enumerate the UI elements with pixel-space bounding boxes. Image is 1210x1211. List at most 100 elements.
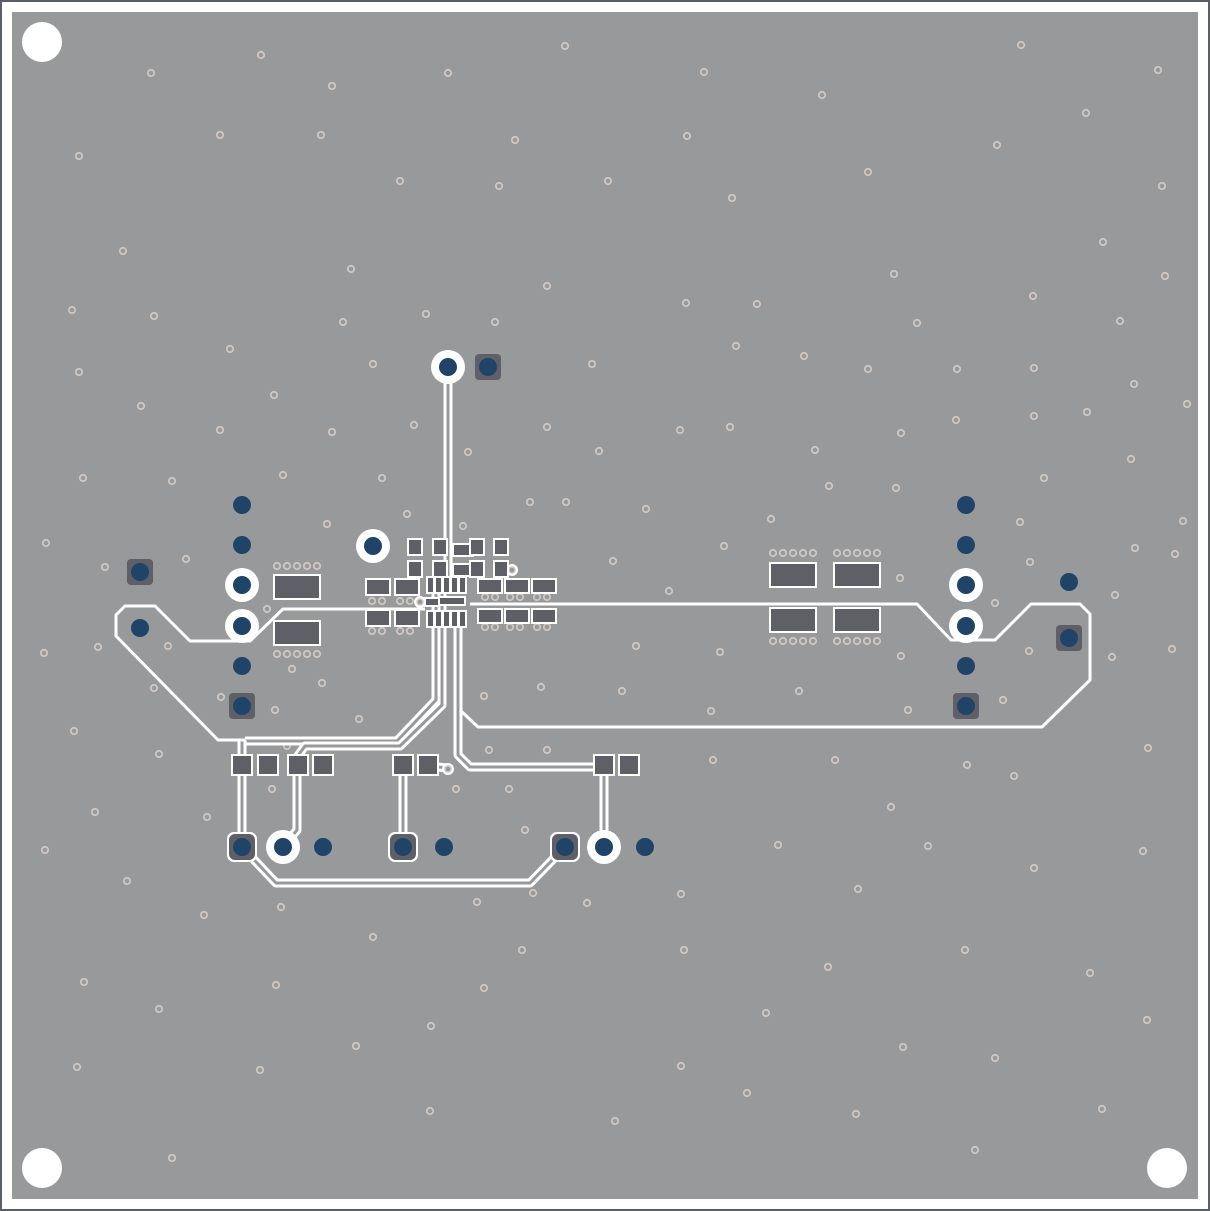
via: [727, 193, 737, 203]
via: [766, 514, 776, 524]
via: [1138, 846, 1148, 856]
via: [272, 649, 282, 659]
via: [1153, 65, 1163, 75]
smd-pad: [533, 580, 555, 592]
via: [338, 317, 348, 327]
through-hole-pad: [131, 563, 149, 581]
through-hole-pad: [957, 576, 975, 594]
via: [1028, 291, 1038, 301]
via: [641, 504, 651, 514]
via: [451, 784, 461, 794]
via: [1082, 407, 1092, 417]
via: [832, 636, 842, 646]
via: [561, 497, 571, 507]
via: [1015, 517, 1025, 527]
via: [327, 81, 337, 91]
via: [269, 390, 279, 400]
through-hole-pad: [364, 537, 382, 555]
via: [351, 1041, 361, 1051]
via: [842, 636, 852, 646]
smd-pad: [396, 611, 418, 625]
via: [395, 596, 405, 606]
via: [472, 897, 482, 907]
through-hole-pad: [233, 576, 251, 594]
via: [952, 364, 962, 374]
via: [1129, 379, 1139, 389]
via: [282, 561, 292, 571]
via: [1115, 316, 1125, 326]
via: [863, 167, 873, 177]
smd-pad: [314, 756, 332, 774]
smd-pad: [275, 576, 319, 598]
via: [542, 745, 552, 755]
via: [405, 596, 415, 606]
via: [1098, 237, 1108, 247]
via: [100, 562, 110, 572]
smd-pad: [452, 578, 457, 592]
via: [405, 626, 415, 636]
via: [617, 686, 627, 696]
via: [681, 298, 691, 308]
smd-pad: [620, 756, 638, 774]
via: [799, 351, 809, 361]
via: [992, 140, 1002, 150]
via: [504, 784, 514, 794]
smd-pad: [367, 611, 389, 625]
via: [122, 876, 132, 886]
smd-pad: [396, 580, 418, 594]
via: [699, 67, 709, 77]
via: [302, 649, 312, 659]
via: [1039, 473, 1049, 483]
via: [896, 651, 906, 661]
via: [610, 1116, 620, 1126]
through-hole-pad: [435, 838, 453, 856]
via: [1085, 968, 1095, 978]
via: [582, 898, 592, 908]
via-field: [39, 40, 1192, 1163]
via: [67, 305, 77, 315]
via: [768, 548, 778, 558]
via: [912, 318, 922, 328]
via: [970, 1145, 980, 1155]
via: [675, 425, 685, 435]
via: [1025, 557, 1035, 567]
via: [889, 269, 899, 279]
via: [1110, 590, 1120, 600]
via: [1157, 181, 1167, 191]
mounting-holes: [22, 22, 1187, 1188]
via: [367, 596, 377, 606]
through-hole-pad: [957, 496, 975, 514]
through-hole-pad: [233, 617, 251, 635]
mounting-hole: [22, 22, 62, 62]
smd-pad: [367, 580, 389, 594]
through-hole-pad: [439, 358, 457, 376]
via: [823, 962, 833, 972]
smd-pad: [434, 540, 446, 554]
through-hole-pads: [127, 350, 1082, 864]
smd-pad: [595, 756, 613, 774]
via: [256, 50, 266, 60]
via: [794, 686, 804, 696]
via: [282, 649, 292, 659]
smd-pad: [506, 580, 528, 592]
via: [458, 521, 468, 531]
smd-pad: [495, 540, 507, 554]
via: [255, 1065, 265, 1075]
trace: [240, 845, 567, 885]
via: [368, 359, 378, 369]
via: [426, 1021, 436, 1031]
via: [409, 420, 419, 430]
via: [778, 548, 788, 558]
smd-pad: [436, 578, 441, 592]
through-hole-pad: [233, 657, 251, 675]
via: [842, 548, 852, 558]
via: [798, 636, 808, 646]
via: [676, 889, 686, 899]
via: [608, 556, 618, 566]
via: [1097, 1104, 1107, 1114]
via: [810, 445, 820, 455]
smd-pad: [409, 540, 421, 554]
via: [278, 470, 288, 480]
smd-pad: [506, 610, 528, 622]
via: [520, 825, 530, 835]
